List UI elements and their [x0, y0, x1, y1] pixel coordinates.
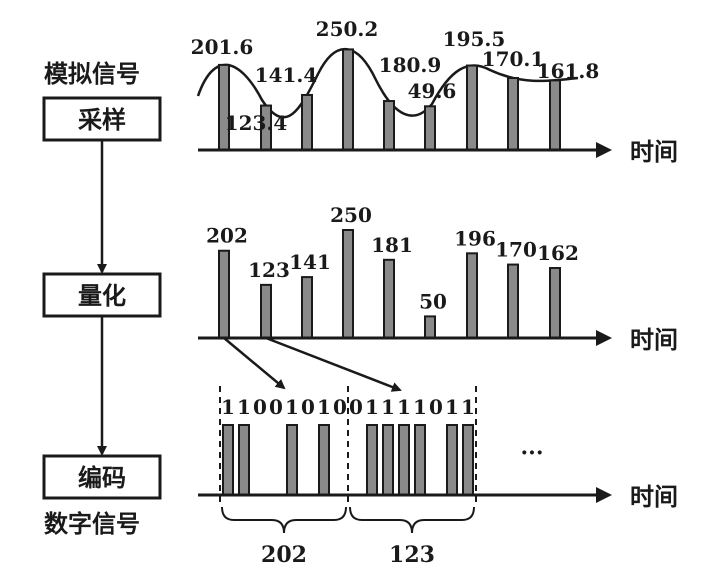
quantized-bar [466, 252, 478, 339]
quantization-label: 量化 [78, 282, 126, 310]
analog-waveform [196, 47, 579, 119]
sample-value-label: 161.8 [537, 59, 600, 83]
sample-bar [218, 63, 230, 151]
quantized-value-label: 170 [495, 238, 537, 262]
code-arrow-123 [265, 336, 402, 392]
sample-value-label: 201.6 [191, 35, 254, 59]
quantized-bar [383, 258, 395, 340]
code-bit-digit: 0 [269, 395, 283, 419]
quantized-value-label: 196 [454, 226, 496, 250]
analog-signal-label: 模拟信号 [44, 60, 140, 88]
quantized-bar [342, 229, 354, 339]
code-bit-digit: 0 [349, 395, 363, 419]
code-bit-bar [222, 424, 234, 496]
quantized-bar [549, 267, 561, 339]
code-bit-digit: 1 [381, 395, 395, 419]
quantized-value-label: 250 [330, 203, 372, 227]
encoding-box [42, 454, 162, 500]
code-bit-bar [462, 424, 474, 496]
quantized-bar [507, 263, 519, 339]
code-bit-digit: 1 [285, 395, 299, 419]
quantized-bar [301, 276, 313, 340]
code-bit-digit: 0 [301, 395, 315, 419]
quantized-value-label: 141 [289, 250, 331, 274]
code-bit-bar [414, 424, 426, 496]
continuation-ellipsis: ··· [521, 440, 544, 466]
quantized-bar [260, 283, 272, 340]
code-bit-digit: 1 [317, 395, 331, 419]
sampling-axis-arrowhead [596, 142, 612, 158]
code-bit-digit: 1 [413, 395, 427, 419]
code-bit-digit: 1 [397, 395, 411, 419]
code-bit-digit: 1 [237, 395, 251, 419]
sample-bar [424, 105, 436, 151]
code-bit-bar [446, 424, 458, 496]
brace-code-202 [221, 506, 347, 534]
quantization-axis-arrowhead [596, 330, 612, 346]
code-arrow-202 [223, 337, 286, 390]
sample-value-label: 141.4 [255, 63, 318, 87]
code-bit-bar [366, 424, 378, 496]
encoding-time-label: 时间 [630, 483, 678, 511]
quantized-value-label: 181 [371, 233, 413, 257]
encoding-axis-arrowhead [596, 487, 612, 503]
quantized-value-label: 162 [537, 241, 579, 265]
encoding-label: 编码 [78, 464, 126, 492]
sample-value-label: 195.5 [443, 27, 506, 51]
code-bit-bar [286, 424, 298, 496]
sample-bar [549, 79, 561, 151]
sample-value-label: 180.9 [379, 53, 442, 77]
code-value-label: 202 [261, 542, 307, 568]
sampling-label: 采样 [78, 106, 126, 134]
sample-bar [466, 64, 478, 151]
code-bit-digit: 0 [429, 395, 443, 419]
code-bit-bar [238, 424, 250, 496]
quantization-time-label: 时间 [630, 326, 678, 354]
code-bit-digit: 1 [365, 395, 379, 419]
code-bit-digit: 1 [221, 395, 235, 419]
quantized-value-label: 202 [206, 224, 248, 248]
sample-bar [342, 48, 354, 151]
code-bit-digit: 0 [253, 395, 267, 419]
quantized-value-label: 123 [248, 258, 290, 282]
sampling-time-label: 时间 [630, 138, 678, 166]
quantized-bar [424, 315, 436, 339]
quantized-value-label: 50 [419, 289, 447, 313]
sample-value-label: 49.6 [408, 79, 457, 103]
code-bit-bar [382, 424, 394, 496]
sample-value-label: 170.1 [482, 47, 545, 71]
code-bit-bar [318, 424, 330, 496]
code-bit-bar [398, 424, 410, 496]
code-bit-digit: 0 [333, 395, 347, 419]
code-bit-digit: 1 [445, 395, 459, 419]
sample-value-label: 250.2 [316, 17, 379, 41]
brace-code-123 [349, 506, 475, 534]
digital-signal-label: 数字信号 [44, 510, 140, 538]
quantized-bar [218, 249, 230, 339]
code-value-label: 123 [389, 542, 435, 568]
sample-value-label: 123.4 [225, 111, 288, 135]
code-bit-digit: 1 [461, 395, 475, 419]
sample-bar [301, 93, 313, 151]
sample-bar [383, 100, 395, 151]
sample-bar [507, 77, 519, 151]
